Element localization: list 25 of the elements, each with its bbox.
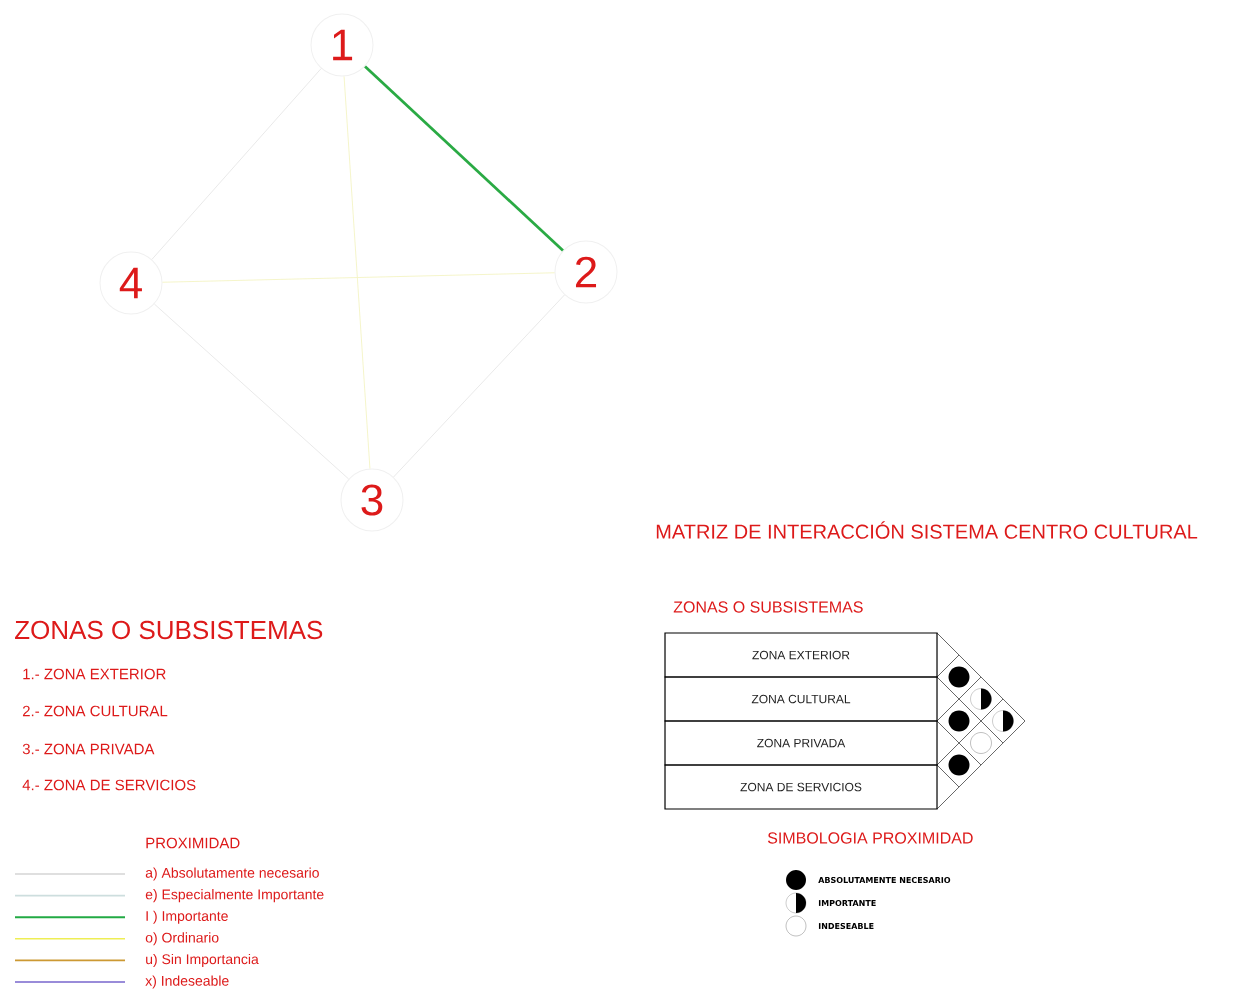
zone-row: ZONA PRIVADA — [664, 720, 938, 766]
legend-text: ABSOLUTAMENTE NECESARIO — [818, 877, 951, 884]
connector-line — [364, 65, 564, 252]
zone-item: 4.- ZONA DE SERVICIOS — [22, 779, 196, 791]
connector-line — [162, 272, 555, 283]
heading: ZONAS O SUBSISTEMAS — [673, 601, 863, 613]
legend-heading: PROXIMIDAD — [146, 837, 240, 849]
legend-text: e) Especialmente Importante — [145, 889, 324, 903]
zone-row: ZONA DE SERVICIOS — [664, 764, 938, 810]
heading: ZONAS O SUBSISTEMAS — [15, 620, 323, 640]
zone-row: ZONA EXTERIOR — [664, 632, 938, 678]
connector-line — [343, 76, 371, 470]
zone-item: 3.- ZONA PRIVADA — [22, 743, 155, 755]
legend-text: I ) Importante — [146, 910, 228, 924]
legend-text: u) Sin Importancia — [146, 953, 259, 967]
zone-item: 1.- ZONA EXTERIOR — [23, 668, 166, 680]
zone-item: 2.- ZONA CULTURAL — [22, 705, 168, 717]
legend-text: INDESEABLE — [818, 923, 874, 930]
legend-text: o) Ordinario — [145, 932, 219, 946]
legend-text: IMPORTANTE — [818, 900, 876, 907]
title: MATRIZ DE INTERACCIÓN SISTEMA CENTRO CULTURAL — [656, 521, 1198, 539]
legend-text: a) Absolutamente necesario — [145, 867, 319, 881]
zone-row: ZONA CULTURAL — [664, 676, 938, 722]
legend-heading: SIMBOLOGIA PROXIMIDAD — [767, 832, 973, 844]
legend-text: x) Indeseable — [145, 975, 229, 989]
